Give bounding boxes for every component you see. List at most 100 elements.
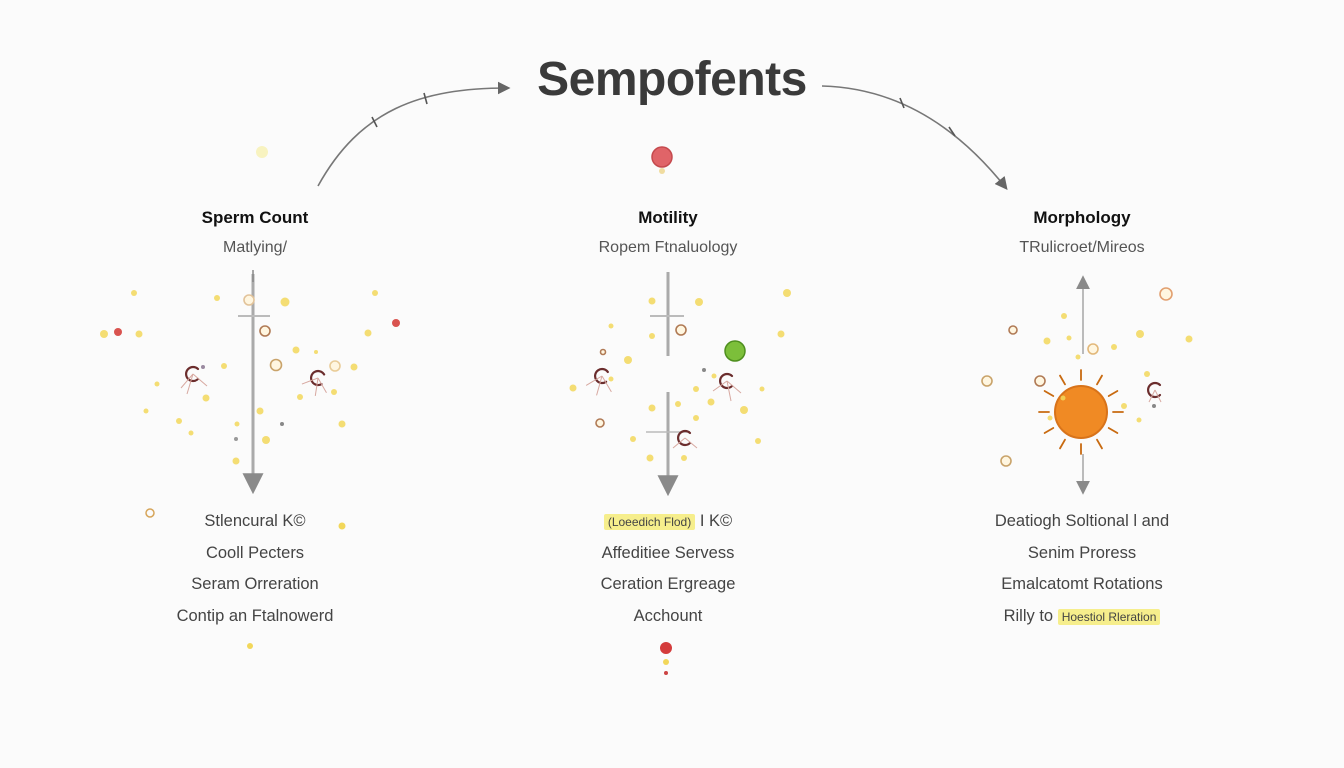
sun-ray — [1043, 390, 1055, 397]
cell-tail — [684, 437, 698, 449]
accent-dot — [234, 437, 238, 441]
yellow-dot — [1043, 337, 1051, 345]
top-red-dot — [651, 146, 673, 168]
yellow-dot — [740, 406, 748, 414]
yellow-dot — [648, 297, 656, 305]
ring-dot — [595, 418, 605, 428]
yellow-dot — [364, 329, 372, 337]
sperm-cell-icon — [301, 369, 327, 396]
cell-head — [719, 372, 734, 390]
bottom-left-dot — [247, 643, 253, 649]
left-arrow-tick-2 — [423, 92, 428, 105]
yellow-dot — [372, 290, 378, 296]
yellow-dot — [1111, 344, 1117, 350]
list-item: Cooll Pecters — [205, 543, 305, 562]
column-lines: Deatiogh Soltional l and Senim Proress E… — [902, 509, 1262, 635]
list-item: Acchount — [633, 606, 703, 625]
yellow-dot — [755, 438, 761, 444]
list-item: Senim Proress — [1027, 543, 1137, 562]
yellow-dot — [569, 384, 577, 392]
yellow-dot — [608, 376, 614, 382]
accent-dot — [702, 368, 706, 372]
right-arrow-tick-1 — [899, 97, 905, 109]
top-red-dot-tail — [659, 168, 665, 174]
highlight-tag: (Loeedich Flod) — [603, 514, 696, 530]
yellow-dot — [1136, 330, 1144, 338]
list-item: Ceration Ergreage — [600, 575, 736, 593]
column-heading: Morphology — [1033, 208, 1131, 227]
yellow-dot — [1066, 335, 1072, 341]
particle-dots — [100, 287, 1193, 467]
cell-tail — [672, 437, 686, 449]
yellow-dot — [100, 330, 108, 338]
list-item: (Loeedich Flod) I K© — [488, 509, 848, 541]
sun-ray — [1096, 374, 1103, 386]
line-text: Stlencural K — [204, 512, 294, 530]
ring-dot — [269, 358, 283, 372]
yellow-dot — [214, 295, 220, 301]
yellow-dot — [1136, 417, 1142, 423]
yellow-dot — [624, 356, 632, 364]
sperm-cells — [180, 365, 1162, 449]
sperm-cell-icon — [585, 367, 612, 396]
yellow-dot — [256, 407, 264, 415]
yellow-dot — [675, 401, 681, 407]
yellow-dot — [693, 386, 699, 392]
ring-dot — [259, 325, 271, 337]
cell-head — [677, 429, 692, 447]
cell-head — [185, 365, 200, 383]
column-lines: Stlencural K© Cooll Pecters Seram Orrera… — [75, 509, 435, 635]
list-item: Deatiogh Soltional l and — [994, 512, 1170, 530]
ring-dot — [1087, 343, 1099, 355]
list-item: Seram Orreration — [191, 575, 319, 593]
cell-head — [594, 367, 609, 385]
sun-ray — [1096, 438, 1103, 450]
green-dot — [724, 340, 746, 362]
cell-head — [1147, 381, 1162, 399]
sun-ray — [1107, 427, 1119, 434]
sun-ray — [1107, 390, 1119, 397]
yellow-dot — [297, 394, 303, 400]
column-heading: Sperm Count — [201, 208, 309, 227]
accent-dot — [114, 328, 122, 336]
cell-tail — [596, 375, 603, 396]
yellow-dot — [176, 418, 182, 424]
cell-tail — [726, 380, 742, 394]
bottom-red-dot-2 — [663, 659, 669, 665]
column-lines: (Loeedich Flod) I K© Affeditiee Servess … — [488, 509, 848, 635]
sperm-cell-icon — [712, 372, 742, 402]
yellow-dot — [783, 289, 791, 297]
accent-dot — [201, 365, 205, 369]
yellow-dot — [262, 436, 270, 444]
list-item: Contip an Ftalnowerd — [176, 606, 334, 625]
yellow-dot — [1075, 354, 1081, 360]
sperm-cell-icon — [180, 365, 208, 395]
yellow-dot — [331, 389, 337, 395]
yellow-dot — [135, 330, 143, 338]
column-subheading: Ropem Ftnaluology — [598, 239, 738, 256]
cell-tail — [601, 375, 612, 393]
cell-tail — [585, 375, 603, 386]
ring-dot — [329, 360, 341, 372]
yellow-dot — [1047, 415, 1053, 421]
cell-tail — [1154, 389, 1162, 403]
sun-ray — [1059, 438, 1066, 450]
axis-sperm-count — [238, 270, 270, 495]
accent-dot — [280, 422, 284, 426]
yellow-dot — [188, 430, 194, 436]
list-item: Stlencural K© — [75, 509, 435, 541]
line-suffix: © — [293, 512, 306, 530]
list-item: Affeditiee Servess — [601, 543, 735, 562]
yellow-dot — [292, 346, 300, 354]
yellow-dot — [707, 398, 715, 406]
line-text: I K — [699, 512, 720, 530]
yellow-dot — [234, 421, 240, 427]
bottom-red-dot — [660, 642, 672, 654]
yellow-dot — [649, 333, 655, 339]
yellow-dot — [693, 415, 699, 421]
yellow-dot — [280, 297, 290, 307]
yellow-dot — [630, 436, 636, 442]
yellow-dot — [154, 381, 160, 387]
page-title: Sempofents — [537, 53, 807, 106]
